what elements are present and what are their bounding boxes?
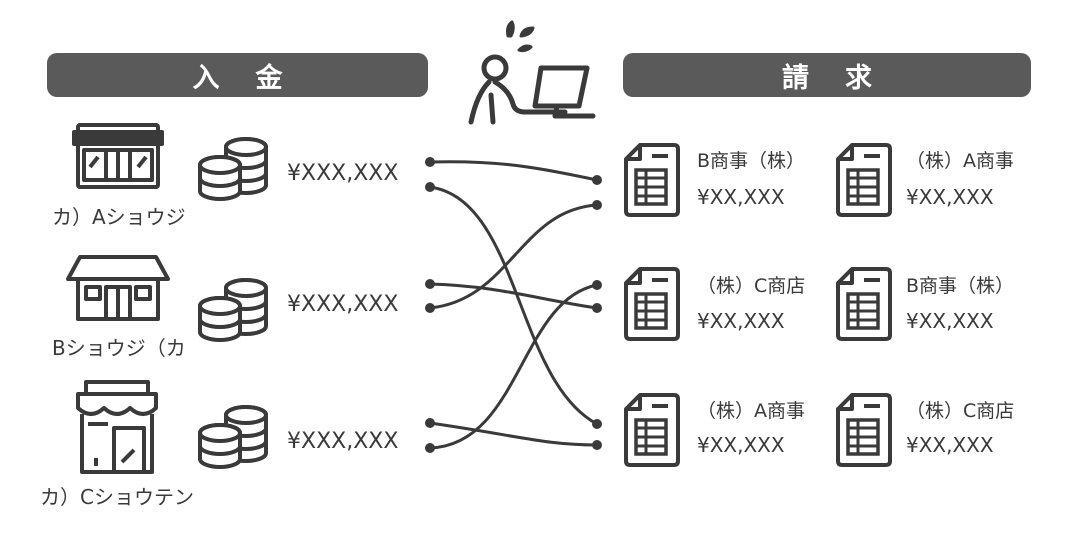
house-shop-icon bbox=[66, 255, 170, 321]
invoice-document-icon bbox=[836, 393, 892, 467]
billing-header: 請求 bbox=[623, 53, 1031, 97]
coin-stack-icon bbox=[198, 137, 268, 201]
invoice-document-icon bbox=[624, 267, 680, 341]
invoice-amount: ¥XX,XXX bbox=[906, 185, 994, 209]
deposit-header: 入金 bbox=[47, 53, 428, 97]
store-name-c: カ）Cショウテン bbox=[40, 485, 194, 509]
connection-line bbox=[428, 282, 599, 310]
deposit-amount-c: ¥XXX,XXX bbox=[287, 429, 399, 454]
invoice-name: （株）A商事 bbox=[906, 150, 1014, 172]
stressed-worker-icon bbox=[468, 20, 596, 125]
invoice-amount: ¥XX,XXX bbox=[906, 309, 994, 333]
invoice-document-icon bbox=[624, 143, 680, 217]
connection-line bbox=[428, 160, 599, 182]
connector-dot bbox=[425, 182, 435, 192]
connection-line bbox=[428, 283, 599, 450]
connector-dot bbox=[592, 200, 602, 210]
deposit-amount-a: ¥XXX,XXX bbox=[287, 161, 399, 186]
invoice-amount: ¥XX,XXX bbox=[697, 433, 785, 457]
connector-dot bbox=[592, 419, 602, 429]
connector-dot bbox=[425, 303, 435, 313]
coin-stack-icon bbox=[198, 405, 268, 469]
connection-line bbox=[428, 203, 599, 310]
connector-dot bbox=[425, 279, 435, 289]
invoice-document-icon bbox=[836, 267, 892, 341]
billing-header-label: 請求 bbox=[782, 62, 908, 94]
connector-dot bbox=[592, 303, 602, 313]
coin-stack-icon bbox=[198, 278, 268, 342]
invoice-name: B商事（株） bbox=[697, 150, 806, 172]
connector-dot bbox=[592, 440, 602, 450]
invoice-amount: ¥XX,XXX bbox=[906, 433, 994, 457]
deposit-amount-b: ¥XXX,XXX bbox=[287, 292, 399, 317]
connector-dot bbox=[592, 280, 602, 290]
invoice-document-icon bbox=[836, 143, 892, 217]
connector-dot bbox=[425, 157, 435, 167]
invoice-amount: ¥XX,XXX bbox=[697, 185, 785, 209]
invoice-document-icon bbox=[624, 393, 680, 467]
store-name-a: カ）Aショウジ bbox=[52, 205, 186, 229]
invoice-name: B商事（株） bbox=[906, 275, 1015, 297]
invoice-name: （株）C商店 bbox=[697, 275, 806, 297]
invoice-name: （株）A商事 bbox=[697, 400, 805, 422]
connection-line bbox=[428, 185, 599, 426]
connector-dot bbox=[425, 443, 435, 453]
deposit-header-label: 入金 bbox=[192, 62, 319, 94]
invoice-amount: ¥XX,XXX bbox=[697, 309, 785, 333]
connector-dot bbox=[425, 418, 435, 428]
connector-dot bbox=[592, 175, 602, 185]
store-name-b: Bショウジ（カ bbox=[52, 336, 186, 360]
invoice-name: （株）C商店 bbox=[906, 400, 1015, 422]
connection-line bbox=[428, 421, 599, 447]
awning-shop-icon bbox=[76, 380, 158, 474]
convenience-store-icon bbox=[72, 123, 164, 189]
